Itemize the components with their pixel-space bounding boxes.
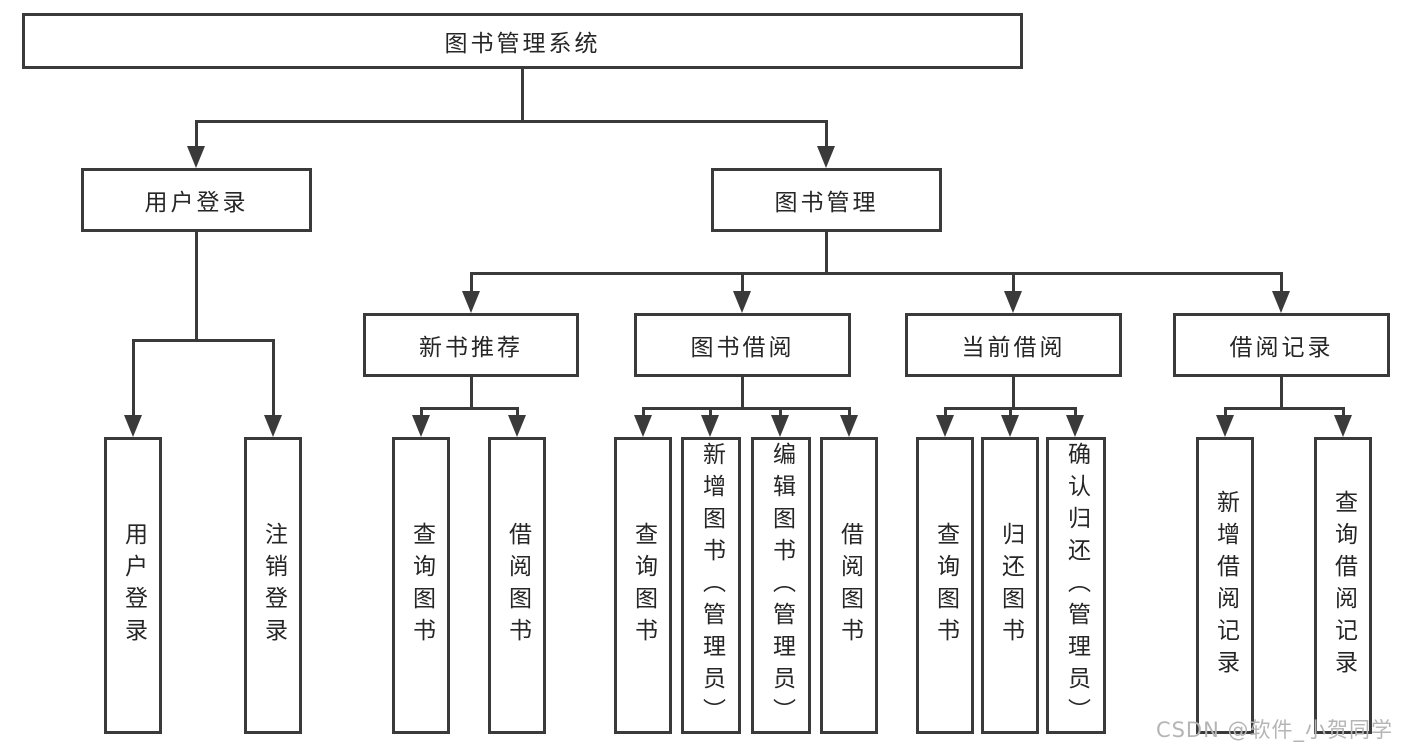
leaf-edit-book-admin: 编辑图书（管理员） xyxy=(751,437,811,734)
connector-drop xyxy=(1012,272,1015,293)
leaf-query-book-borrow-label: 查询图书 xyxy=(630,521,657,650)
node-user-login-label: 用户登录 xyxy=(144,190,249,216)
connector-branch-book-borrow xyxy=(642,407,851,410)
leaf-user-login: 用户登录 xyxy=(104,437,162,734)
arrowhead-down-icon xyxy=(124,415,142,437)
connector-drop xyxy=(709,407,712,417)
arrowhead-down-icon xyxy=(264,415,282,437)
connector-branch-user-login xyxy=(132,339,275,342)
arrowhead-down-icon xyxy=(817,146,835,168)
connector-drop xyxy=(1280,272,1283,293)
connector-stem-borrow-record xyxy=(1280,377,1283,410)
node-current-borrow-label: 当前借阅 xyxy=(961,335,1066,361)
connector-branch-borrow-record xyxy=(1224,407,1345,410)
connector-drop xyxy=(741,272,744,293)
leaf-edit-book-admin-label: 编辑图书（管理员） xyxy=(768,441,795,730)
node-book-borrow-label: 图书借阅 xyxy=(690,335,795,361)
connector-drop xyxy=(132,339,135,417)
node-user-login: 用户登录 xyxy=(81,168,312,232)
connector-drop xyxy=(1342,407,1345,417)
connector-drop xyxy=(1224,407,1227,417)
node-book-management: 图书管理 xyxy=(711,168,942,232)
connector-drop xyxy=(470,272,473,293)
node-current-borrow: 当前借阅 xyxy=(905,313,1122,377)
leaf-user-login-label: 用户登录 xyxy=(120,521,147,650)
connector-branch-new-book-recommend xyxy=(420,407,519,410)
arrowhead-down-icon xyxy=(412,415,430,437)
connector-drop xyxy=(779,407,782,417)
connector-stem-new-book-recommend xyxy=(470,377,473,410)
arrowhead-down-icon xyxy=(1066,415,1084,437)
arrowhead-down-icon xyxy=(936,415,954,437)
connector-stem-root xyxy=(521,69,524,120)
connector-drop xyxy=(195,120,198,148)
arrowhead-down-icon xyxy=(508,415,526,437)
leaf-query-book-recommend-label: 查询图书 xyxy=(408,521,435,650)
node-new-book-recommend-label: 新书推荐 xyxy=(419,335,523,361)
arrowhead-down-icon xyxy=(462,291,480,313)
connector-stem-user-login xyxy=(195,232,198,339)
arrowhead-down-icon xyxy=(701,415,719,437)
connector-drop xyxy=(848,407,851,417)
arrowhead-down-icon xyxy=(634,415,652,437)
arrowhead-down-icon xyxy=(1001,415,1019,437)
arrowhead-down-icon xyxy=(840,415,858,437)
leaf-add-book-admin-label: 新增图书（管理员） xyxy=(698,441,725,730)
connector-drop xyxy=(944,407,947,417)
leaf-query-borrow-record-label: 查询借阅记录 xyxy=(1330,489,1357,682)
csdn-watermark: CSDN @软件_小贺同学 xyxy=(1155,718,1393,742)
node-root: 图书管理系统 xyxy=(22,13,1023,69)
leaf-return-book: 归还图书 xyxy=(981,437,1039,734)
arrowhead-down-icon xyxy=(187,146,205,168)
arrowhead-down-icon xyxy=(1004,291,1022,313)
leaf-add-borrow-record-label: 新增借阅记录 xyxy=(1212,489,1239,682)
node-borrow-record: 借阅记录 xyxy=(1173,313,1390,377)
node-root-label: 图书管理系统 xyxy=(444,31,601,57)
connector-stem-current-borrow xyxy=(1012,377,1015,410)
arrowhead-down-icon xyxy=(1216,415,1234,437)
connector-stem-book-borrow xyxy=(741,377,744,410)
leaf-confirm-return-admin: 确认归还（管理员） xyxy=(1046,437,1106,734)
leaf-query-book-current: 查询图书 xyxy=(916,437,974,734)
leaf-confirm-return-admin-label: 确认归还（管理员） xyxy=(1063,441,1090,730)
arrowhead-down-icon xyxy=(771,415,789,437)
connector-drop xyxy=(272,339,275,417)
node-book-borrow: 图书借阅 xyxy=(634,313,851,377)
node-book-management-label: 图书管理 xyxy=(774,190,879,216)
connector-stem-book-management xyxy=(825,232,828,275)
arrowhead-down-icon xyxy=(1334,415,1352,437)
leaf-add-borrow-record: 新增借阅记录 xyxy=(1196,437,1254,734)
leaf-query-book-recommend: 查询图书 xyxy=(392,437,450,734)
leaf-query-book-borrow: 查询图书 xyxy=(614,437,672,734)
node-new-book-recommend: 新书推荐 xyxy=(363,313,579,377)
arrowhead-down-icon xyxy=(1272,291,1290,313)
leaf-borrow-book-label: 借阅图书 xyxy=(836,521,863,650)
connector-drop xyxy=(420,407,423,417)
connector-branch-root xyxy=(195,120,828,123)
leaf-borrow-book: 借阅图书 xyxy=(820,437,878,734)
leaf-query-borrow-record: 查询借阅记录 xyxy=(1314,437,1372,734)
leaf-logout-label: 注销登录 xyxy=(260,521,287,650)
leaf-borrow-book-recommend-label: 借阅图书 xyxy=(504,521,531,650)
node-borrow-record-label: 借阅记录 xyxy=(1229,335,1334,361)
connector-drop xyxy=(1009,407,1012,417)
leaf-borrow-book-recommend: 借阅图书 xyxy=(488,437,546,734)
connector-drop xyxy=(642,407,645,417)
connector-drop xyxy=(825,120,828,148)
arrowhead-down-icon xyxy=(733,291,751,313)
leaf-query-book-current-label: 查询图书 xyxy=(932,521,959,650)
leaf-add-book-admin: 新增图书（管理员） xyxy=(681,437,741,734)
leaf-return-book-label: 归还图书 xyxy=(997,521,1024,650)
connector-drop xyxy=(516,407,519,417)
connector-branch-book-management xyxy=(470,272,1283,275)
leaf-logout: 注销登录 xyxy=(244,437,302,734)
connector-drop xyxy=(1074,407,1077,417)
